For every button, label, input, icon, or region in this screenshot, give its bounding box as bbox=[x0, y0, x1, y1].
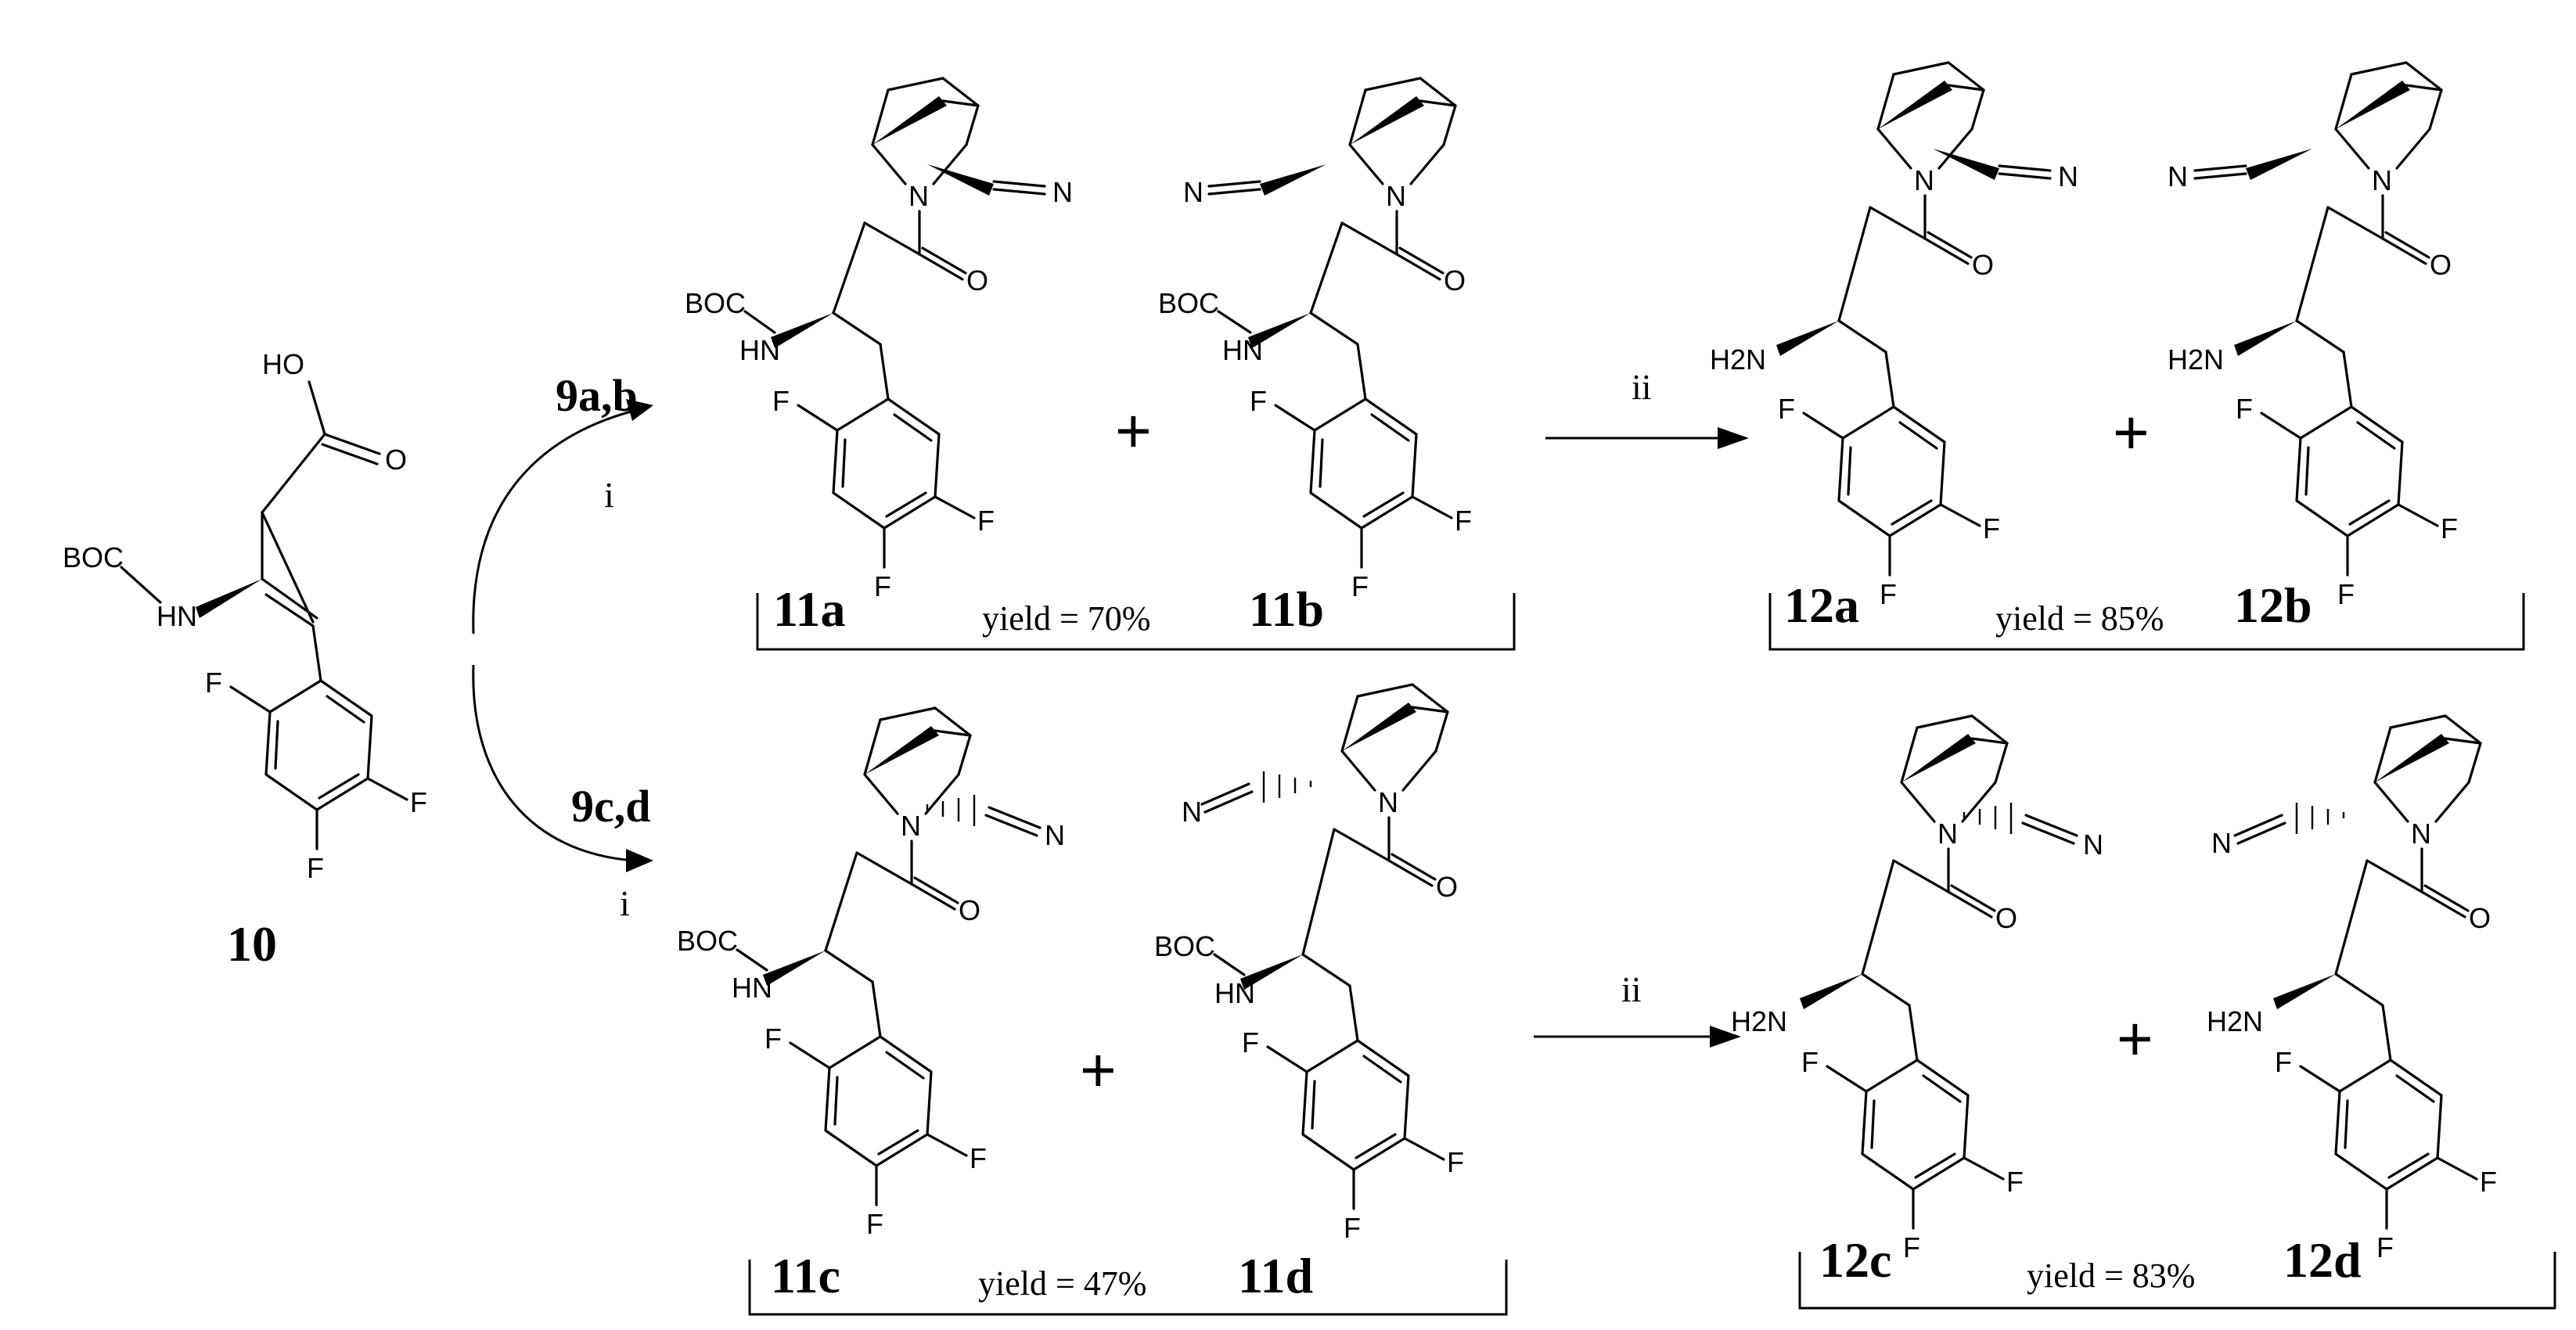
atom-boc: BOC bbox=[63, 541, 124, 573]
compound-11c: N BOC HN 11c bbox=[677, 706, 1065, 1303]
atom-boc: BOC bbox=[1154, 930, 1215, 962]
atom-nh: HN bbox=[157, 600, 197, 632]
condition-ii: ii bbox=[1632, 367, 1652, 407]
atom-n: N bbox=[1183, 176, 1203, 208]
reagent-bottom: 9c,d bbox=[571, 781, 651, 832]
atom-n: N bbox=[2058, 160, 2078, 192]
atom-h2n: H2N bbox=[1710, 343, 1766, 376]
atom-ho: HO bbox=[262, 348, 304, 380]
compound-label: 12a bbox=[1784, 577, 1859, 633]
atom-nh: HN bbox=[732, 972, 772, 1004]
atom-o: O bbox=[385, 444, 407, 476]
compound-label: 11d bbox=[1238, 1248, 1313, 1303]
atom-nh: HN bbox=[1214, 977, 1255, 1009]
atom-n: N bbox=[1052, 176, 1073, 208]
compound-label: 12c bbox=[1819, 1232, 1891, 1288]
condition-i: i bbox=[604, 475, 614, 515]
reagent-top: 9a,b bbox=[556, 370, 638, 421]
bracket-12cd bbox=[1798, 1252, 2556, 1310]
condition-i: i bbox=[620, 883, 630, 923]
atom-boc: BOC bbox=[677, 925, 738, 957]
plus-sign: + bbox=[2117, 1004, 2153, 1073]
plus-sign: + bbox=[1080, 1035, 1117, 1105]
compound-label: 11a bbox=[773, 581, 845, 637]
compound-label: 12d bbox=[2283, 1232, 2362, 1288]
bracket-12ab bbox=[1768, 593, 2525, 651]
atom-h2n: H2N bbox=[1731, 1005, 1787, 1037]
compound-12c: N H2N 12c bbox=[1731, 714, 2103, 1288]
plus-sign: + bbox=[2113, 397, 2150, 467]
yield-11ab: yield = 70% bbox=[982, 599, 1150, 638]
atom-nh: HN bbox=[739, 334, 780, 366]
bracket-11ab bbox=[756, 593, 1516, 651]
compound-12d: N H2N 12d bbox=[2207, 714, 2499, 1288]
compound-label: 12b bbox=[2234, 577, 2312, 633]
compound-12a: N H2N 12a bbox=[1710, 61, 2078, 633]
atom-nh: HN bbox=[1222, 334, 1263, 366]
compound-label: 11c bbox=[771, 1248, 840, 1303]
atom-n: N bbox=[2168, 160, 2188, 192]
compound-label: 11b bbox=[1249, 581, 1324, 637]
atom-n: N bbox=[1045, 819, 1065, 851]
yield-11cd: yield = 47% bbox=[978, 1264, 1146, 1303]
compound-label: 10 bbox=[227, 916, 277, 972]
yield-12ab: yield = 85% bbox=[1995, 599, 2164, 638]
compound-10: HO O BOC HN 10 bbox=[63, 348, 429, 972]
compound-11a: N BOC HN 11a bbox=[685, 77, 1073, 637]
yield-12cd: yield = 83% bbox=[2027, 1256, 2195, 1295]
compound-11b: N BOC HN 11b bbox=[1158, 77, 1473, 637]
atom-boc: BOC bbox=[1158, 287, 1219, 319]
condition-ii: ii bbox=[1621, 969, 1642, 1009]
atom-h2n: H2N bbox=[2207, 1005, 2263, 1037]
atom-boc: BOC bbox=[685, 287, 746, 319]
compound-12b: N H2N 12b bbox=[2168, 61, 2459, 633]
reagent-arcs: 9a,b i 9c,d i bbox=[472, 370, 653, 923]
compound-11d: N BOC HN 11d bbox=[1154, 683, 1466, 1303]
bracket-11cd bbox=[748, 1260, 1508, 1316]
atom-h2n: H2N bbox=[2168, 343, 2224, 376]
atom-n: N bbox=[2211, 827, 2232, 859]
atom-n: N bbox=[2083, 829, 2103, 861]
plus-sign: + bbox=[1115, 396, 1152, 466]
atom-n: N bbox=[1182, 796, 1202, 828]
